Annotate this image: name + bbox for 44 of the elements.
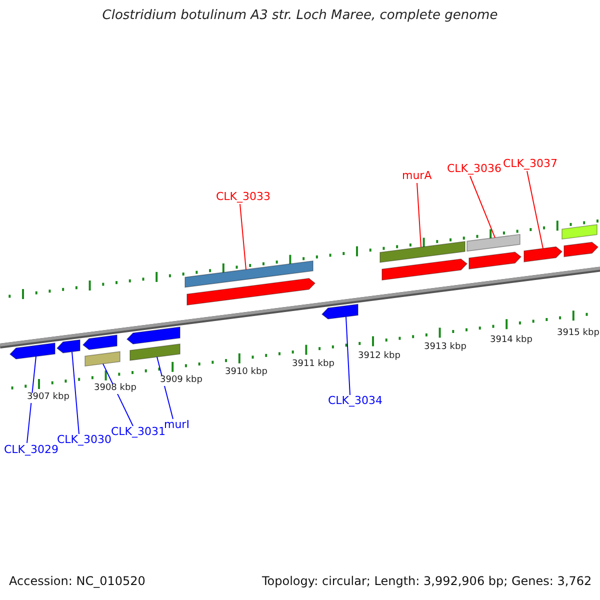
gene-feature [562,224,598,240]
gene-label: murA [402,170,432,182]
gene-feature [82,334,118,350]
gene-feature [382,258,468,281]
scale-label: 3908 kbp [94,384,136,394]
gene-label: CLK_3037 [503,158,558,170]
gene-label: CLK_3029 [4,444,59,456]
scale-label: 3915 kbp [557,329,600,339]
scale-label: 3914 kbp [490,336,532,346]
scale-label: 3909 kbp [160,376,202,386]
leader-line [102,363,134,426]
gene-feature [186,278,316,306]
gene-feature [56,339,80,354]
scale-label: 3907 kbp [27,393,70,403]
gene-feature [130,344,180,361]
gene-label: murI [164,419,190,432]
gene-feature [468,252,522,270]
gene-feature [184,260,314,288]
gene-feature [84,351,120,367]
leader-line [72,351,80,434]
leader-line [470,176,496,238]
gene-label: CLK_3036 [447,163,502,176]
scale-label: 3911 kbp [292,360,334,370]
gene-feature [564,242,599,258]
gene-label: CLK_3031 [111,426,166,438]
scale-label: 3910 kbp [225,368,268,378]
genome-summary-note: Topology: circular; Length: 3,992,906 bp; Genes: 3,762 [262,575,592,588]
scale-label: 3912 kbp [358,352,400,362]
gene-feature [380,241,466,263]
scale-label: 3913 kbp [424,343,466,353]
gene-label: CLK_3033 [216,191,271,204]
leader-line [26,356,36,444]
gene-feature [321,304,358,320]
accession-note: Accession: NC_010520 [9,575,146,588]
diagram-title: Clostridium botulinum A3 str. Loch Maree, complete genome [101,9,499,24]
leader-line [416,182,422,248]
gene-feature [524,246,563,262]
leader-line [346,316,350,396]
leader-line [526,170,544,249]
gene-feature [126,326,180,344]
gene-feature [466,234,520,252]
gene-label: CLK_3030 [57,434,112,446]
leader-line [240,204,246,270]
gene-label: CLK_3034 [328,395,383,408]
